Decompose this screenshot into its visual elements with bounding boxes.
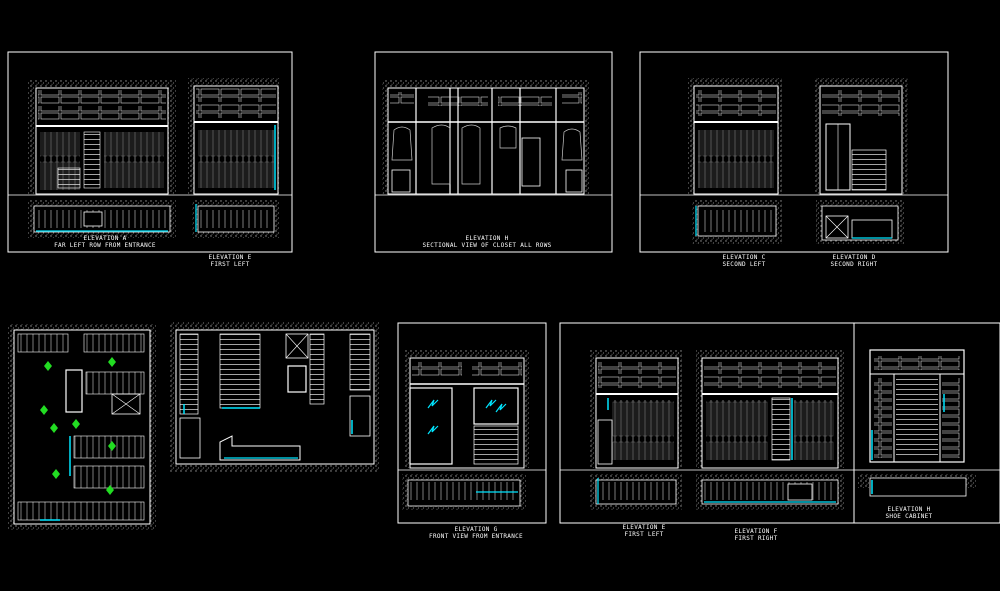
- caption-elevation-c: ELEVATION C SECOND LEFT: [716, 254, 772, 268]
- caption-elevation-e-top: ELEVATION E FIRST LEFT: [200, 254, 260, 268]
- caption-elevation-h-shoe: ELEVATION H SHOE CABINET: [876, 506, 942, 520]
- elevation-h-frame: [374, 51, 613, 253]
- plan-section: [170, 322, 380, 472]
- caption-elevation-f: ELEVATION F FIRST RIGHT: [726, 528, 786, 542]
- elevation-g-frame: [397, 322, 547, 524]
- elevation-c-d-frame: [639, 51, 949, 253]
- caption-title: ELEVATION G: [454, 526, 498, 533]
- caption-subtitle: SHOE CABINET: [885, 513, 933, 520]
- caption-subtitle: FIRST RIGHT: [734, 535, 778, 542]
- caption-title: ELEVATION A: [83, 235, 127, 242]
- caption-elevation-a: ELEVATION A FAR LEFT ROW FROM ENTRANCE: [50, 235, 160, 249]
- caption-subtitle: FRONT VIEW FROM ENTRANCE: [429, 533, 523, 540]
- caption-title: ELEVATION H: [465, 235, 509, 242]
- caption-subtitle: SECTIONAL VIEW OF CLOSET ALL ROWS: [422, 242, 552, 249]
- shoe-cabinet-frame: [853, 322, 1000, 524]
- elevation-a-frame: [7, 51, 293, 253]
- caption-title: ELEVATION E: [208, 254, 252, 261]
- caption-elevation-h: ELEVATION H SECTIONAL VIEW OF CLOSET ALL…: [414, 235, 560, 249]
- caption-title: ELEVATION H: [887, 506, 931, 513]
- caption-subtitle: SECOND LEFT: [722, 261, 766, 268]
- caption-title: ELEVATION F: [734, 528, 778, 535]
- caption-elevation-e-bottom: ELEVATION E FIRST LEFT: [614, 524, 674, 538]
- floor-plan: [8, 324, 156, 530]
- caption-title: ELEVATION D: [832, 254, 876, 261]
- caption-title: ELEVATION C: [722, 254, 766, 261]
- caption-elevation-d: ELEVATION D SECOND RIGHT: [824, 254, 884, 268]
- caption-subtitle: FIRST LEFT: [210, 261, 250, 268]
- caption-title: ELEVATION E: [622, 524, 666, 531]
- elevation-e-f-frame: [559, 322, 855, 524]
- caption-subtitle: FIRST LEFT: [624, 531, 664, 538]
- caption-elevation-g: ELEVATION G FRONT VIEW FROM ENTRANCE: [426, 526, 526, 540]
- caption-subtitle: SECOND RIGHT: [830, 261, 878, 268]
- caption-subtitle: FAR LEFT ROW FROM ENTRANCE: [54, 242, 156, 249]
